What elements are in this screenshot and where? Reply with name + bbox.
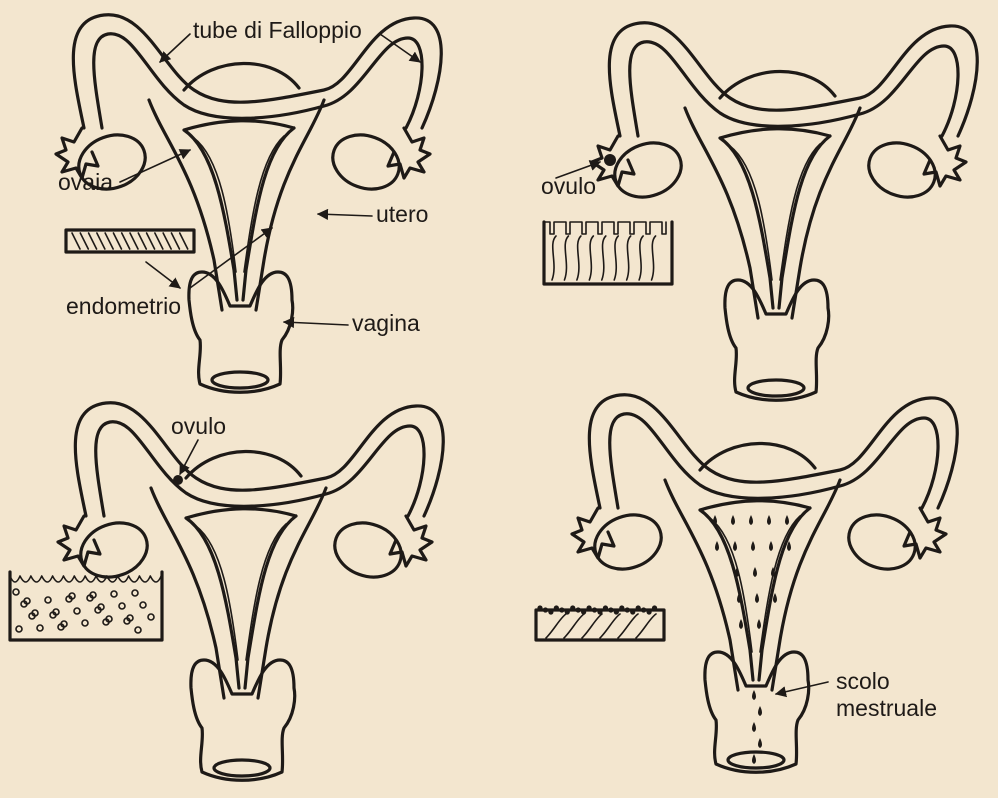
uterus-fundus [700, 443, 815, 470]
endometrium-inset-thin [66, 230, 194, 252]
endometrium-lining [196, 524, 286, 660]
ovary-left [607, 134, 689, 206]
ovary-right [841, 506, 923, 578]
fallopian-tubes-inner [96, 422, 424, 516]
label-uterus: utero [376, 201, 428, 227]
ovary-right [327, 514, 409, 586]
arrow-ovaries [120, 150, 190, 182]
label-menstrual-flow-2: mestruale [836, 695, 937, 721]
uterus-fundus [720, 71, 835, 98]
uterus-wall [685, 108, 860, 318]
uterus-wall [149, 100, 324, 310]
vagina-outline [191, 660, 295, 780]
fallopian-tubes-outer [589, 395, 957, 508]
vagina-outline [725, 280, 829, 400]
ovary-left [587, 506, 669, 578]
label-menstrual-flow-1: scolo [836, 668, 890, 694]
uterus-fundus [186, 451, 301, 478]
endometrium-inset-secretory [10, 572, 162, 640]
ovary-right [325, 126, 407, 198]
uterus-wall [151, 488, 326, 698]
arrow-uterus [318, 214, 372, 216]
fallopian-tubes-inner [610, 414, 938, 508]
ovum-in-tube [173, 475, 183, 485]
arrow-endometrium-inset [146, 262, 180, 288]
uterus-fundus [184, 63, 299, 90]
vagina-outline [189, 272, 293, 392]
endometrium-lining [730, 144, 820, 280]
endometrium-inset-proliferative [544, 222, 672, 284]
label-vagina: vagina [352, 310, 420, 336]
vaginal-opening [748, 380, 804, 396]
endometrium-lining [710, 516, 800, 652]
vaginal-opening [214, 760, 270, 776]
fallopian-tubes-outer [75, 403, 443, 516]
fimbriae-left [58, 516, 100, 566]
vagina-outline [705, 652, 809, 772]
fallopian-tubes-inner [630, 42, 958, 136]
ovary-right [861, 134, 943, 206]
ovary-left [73, 514, 155, 586]
endometrium-inset-shedding [536, 605, 664, 640]
arrow-vagina [284, 322, 348, 325]
label-endometrium: endometrio [66, 293, 181, 319]
vaginal-opening [728, 752, 784, 768]
label-ovum-panel2: ovulo [541, 173, 596, 199]
fimbriae-left [572, 508, 614, 558]
label-ovum-panel3: ovulo [171, 413, 226, 439]
arrow-tube-left [160, 34, 190, 62]
ovum-released [604, 154, 616, 166]
panel-2-ovulation [592, 23, 977, 401]
fallopian-tubes-inner [94, 34, 422, 128]
uterus-wall [665, 480, 840, 690]
fallopian-tubes-outer [609, 23, 977, 136]
label-fallopian-tubes: tube di Falloppio [193, 17, 362, 43]
label-ovaries: ovaia [58, 169, 113, 195]
arrow-menstrual-flow [776, 682, 828, 694]
vaginal-opening [212, 372, 268, 388]
